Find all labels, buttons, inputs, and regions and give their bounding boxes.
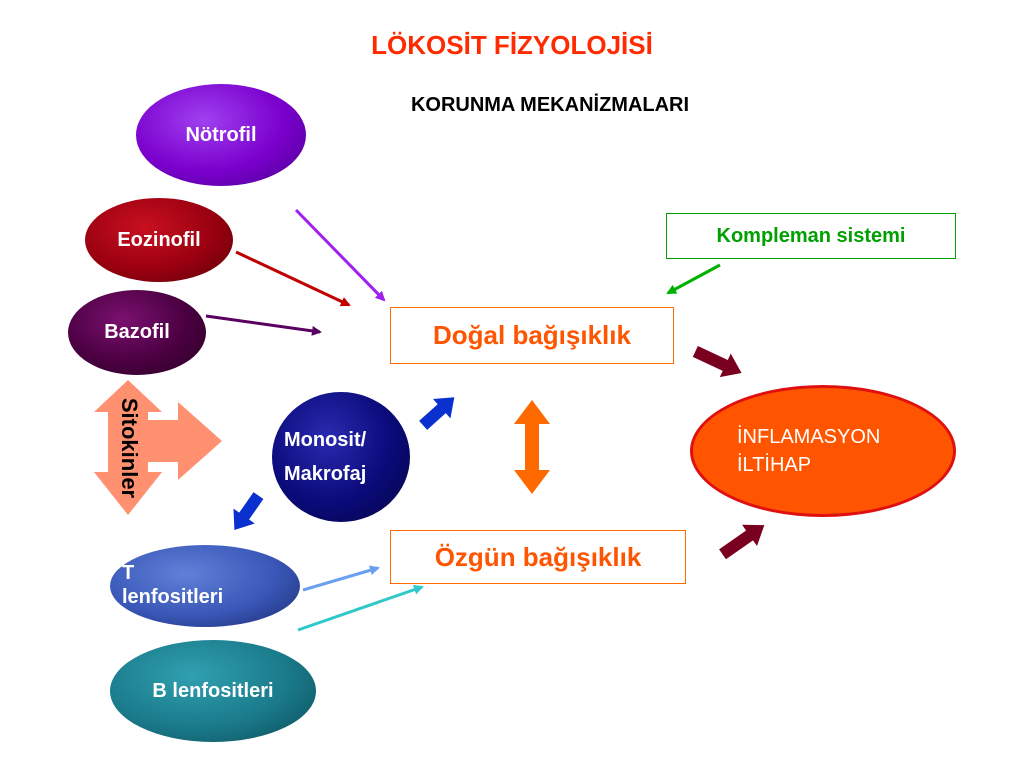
- arrow-ozgun-inflamasyon: [719, 524, 765, 560]
- b-lenfositleri-label: B lenfositleri: [152, 679, 274, 702]
- arrow-b-lenfosit: [297, 584, 424, 632]
- arrow-notrofil: [294, 208, 386, 302]
- sitokinler-label: Sitokinler: [117, 397, 142, 499]
- t-lenfositleri-label: lenfositleri: [122, 586, 224, 608]
- makrofaj-label: Makrofaj: [284, 463, 367, 485]
- eozinofil-cell: Eozinofil: [85, 198, 233, 282]
- monosit-makrofaj-cell: Monosit/ Makrofaj: [272, 392, 410, 522]
- page-subtitle: KORUNMA MEKANİZMALARI: [410, 94, 690, 116]
- arrow-t-lenfosit: [302, 565, 380, 592]
- dogal-bagisiklik-label: Doğal bağışıklık: [433, 320, 631, 350]
- arrow-eozinofil: [235, 250, 351, 307]
- arrow-monosit-dogal: [419, 397, 455, 430]
- kompleman-sistemi-label: Kompleman sistemi: [716, 224, 906, 247]
- ozgun-bagisiklik-box: Özgün bağışıklık: [390, 530, 686, 584]
- iltihap-label: İLTİHAP: [737, 454, 812, 476]
- bazofil-label: Bazofil: [104, 321, 170, 343]
- kompleman-sistemi-box: Kompleman sistemi: [666, 213, 956, 259]
- ozgun-bagisiklik-label: Özgün bağışıklık: [434, 541, 642, 572]
- arrow-monosit-t: [233, 492, 264, 531]
- monosit-label: Monosit/: [284, 429, 367, 451]
- inflamasyon-iltihap-ellipse: İNFLAMASYON İLTİHAP: [690, 385, 956, 517]
- arrow-bazofil: [205, 314, 322, 336]
- bazofil-cell: Bazofil: [68, 290, 206, 375]
- eozinofil-label: Eozinofil: [117, 228, 201, 251]
- dogal-bagisiklik-box: Doğal bağışıklık: [390, 307, 674, 364]
- sitokinler-arrow-shape: [94, 380, 222, 515]
- t-label: T: [122, 562, 135, 584]
- notrofil-cell: Nötrofil: [136, 84, 306, 186]
- notrofil-label: Nötrofil: [185, 123, 257, 146]
- b-lenfosit-cell: B lenfositleri: [110, 640, 316, 742]
- t-lenfosit-cell: T lenfositleri: [110, 545, 300, 627]
- inflamasyon-label: İNFLAMASYON: [737, 426, 881, 448]
- double-arrow-vertical: [514, 400, 550, 494]
- page-title: LÖKOSİT FİZYOLOJİSİ: [371, 30, 653, 60]
- arrow-kompleman: [666, 263, 721, 295]
- arrow-dogal-inflamasyon: [692, 345, 742, 378]
